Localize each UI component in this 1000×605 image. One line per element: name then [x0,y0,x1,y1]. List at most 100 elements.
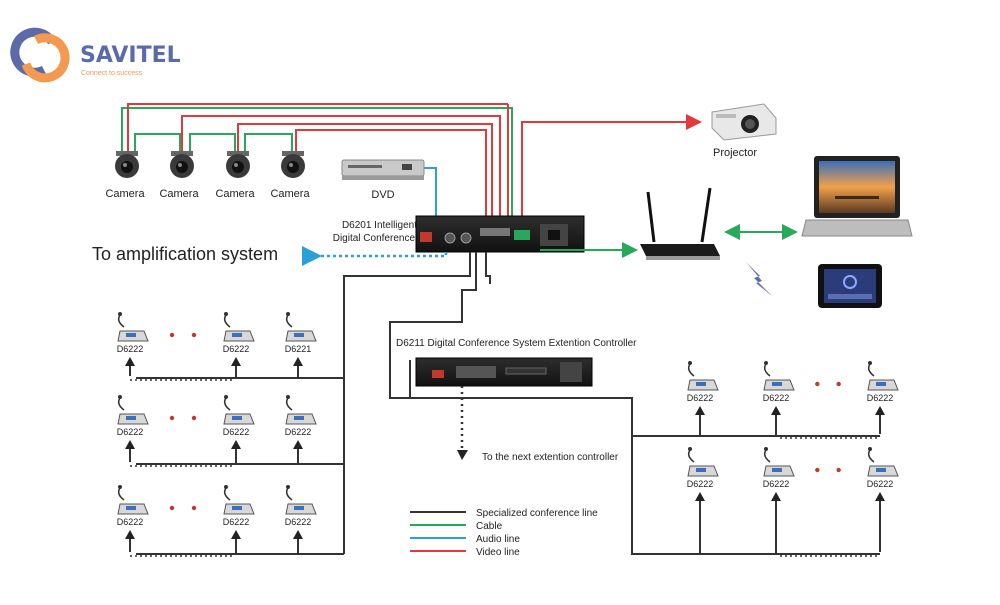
microphone-icon [117,485,149,515]
ellipsis-dots [169,415,197,421]
microphone-unit: D6221 [285,312,317,354]
microphone-unit: D6222 [867,361,899,403]
microphone-unit: D6222 [223,395,255,437]
main-unit-label-line1: D6201 Intelligent [342,220,417,231]
feed-arrow [875,492,885,501]
microphone-unit: D6222 [117,312,149,354]
microphone-label: D6222 [763,479,790,489]
projector-icon [711,103,777,141]
camera-row: Camera Camera Camera Camera [105,151,310,200]
amplification-label: To amplification system [92,244,278,264]
legend-label: Cable [476,521,503,532]
microphone-unit: D6222 [223,312,255,354]
microphone-icon [117,312,149,342]
microphone-label: D6222 [285,517,312,527]
ellipsis-dots [169,505,197,511]
dvd-player-icon [341,159,425,180]
tablet [818,264,882,308]
feed-arrow [231,357,241,366]
microphone-icon [117,395,149,425]
microphone-label: D6222 [687,393,714,403]
audio-out-line [302,246,448,266]
wireless-signal-icon [746,262,772,296]
microphone-unit: D6222 [763,447,795,489]
microphone-unit: D6222 [117,485,149,527]
microphone-icon [687,361,719,391]
microphone-icon [763,447,795,477]
microphone-unit: D6222 [867,447,899,489]
microphone-label: D6221 [285,344,312,354]
logo-s-icon [10,27,70,83]
microphone-unit: D6222 [117,395,149,437]
feed-arrow [125,530,135,539]
microphone-label: D6222 [687,479,714,489]
microphone-label: D6222 [867,479,894,489]
microphone-unit: D6222 [687,447,719,489]
camera-icon [226,151,250,178]
tablet-icon [818,264,882,308]
next-extension-arrow [457,450,468,460]
dvd-label: DVD [371,189,394,201]
feed-arrow [771,406,781,415]
brand-logo: SAVITEL Connect to success [10,27,181,83]
microphone-label: D6222 [117,517,144,527]
brand-tagline: Connect to success [81,70,143,77]
microphone-icon [285,395,317,425]
microphone-icon [223,485,255,515]
microphone-unit: D6222 [763,361,795,403]
microphone-label: D6222 [223,427,250,437]
camera-label: Camera [215,188,255,200]
camera-icon [170,151,194,178]
microphone-unit: D6222 [285,395,317,437]
legend-item: Cable [410,521,503,532]
camera-icon [115,151,139,178]
legend-label: Specialized conference line [476,508,598,519]
laptop [801,156,913,237]
feed-arrow [231,530,241,539]
microphone-icon [867,447,899,477]
conference-wiring [136,252,880,555]
feed-arrow [293,440,303,449]
microphone-unit: D6222 [687,361,719,403]
camera-icon [281,151,305,178]
microphone-icon [223,312,255,342]
microphone-label: D6222 [867,393,894,403]
microphone-label: D6222 [763,393,790,403]
projector-label: Projector [713,147,757,159]
microphone-label: D6222 [285,427,312,437]
legend-item: Audio line [410,534,520,545]
legend-item: Specialized conference line [410,508,598,519]
projector: Projector [711,103,777,159]
microphone-label: D6222 [223,517,250,527]
laptop-icon [801,156,913,237]
router [640,187,720,260]
microphone-icon [867,361,899,391]
ellipsis-dots [815,467,841,473]
feed-arrow [231,440,241,449]
microphone-label: D6222 [117,344,144,354]
feed-arrow [293,357,303,366]
dvd-player: DVD [341,159,425,201]
microphone-icon [285,312,317,342]
router-icon [640,187,720,260]
microphone-unit: D6222 [223,485,255,527]
microphone-icon [687,447,719,477]
microphone-icon [285,485,317,515]
feed-arrow [125,440,135,449]
microphone-label: D6222 [223,344,250,354]
feed-arrow [771,492,781,501]
main-unit-label-line2: Digital Conference [333,233,416,244]
camera-label: Camera [159,188,199,200]
feed-arrow [695,492,705,501]
top-wiring [121,103,702,222]
camera-label: Camera [270,188,310,200]
main-unit-d6201: D6201 Intelligent Digital Conference [333,215,585,253]
microphone-unit: D6222 [285,485,317,527]
extension-controller-d6211: D6211 Digital Conference System Extentio… [396,338,637,387]
extension-controller-label: D6211 Digital Conference System Extentio… [396,338,637,349]
